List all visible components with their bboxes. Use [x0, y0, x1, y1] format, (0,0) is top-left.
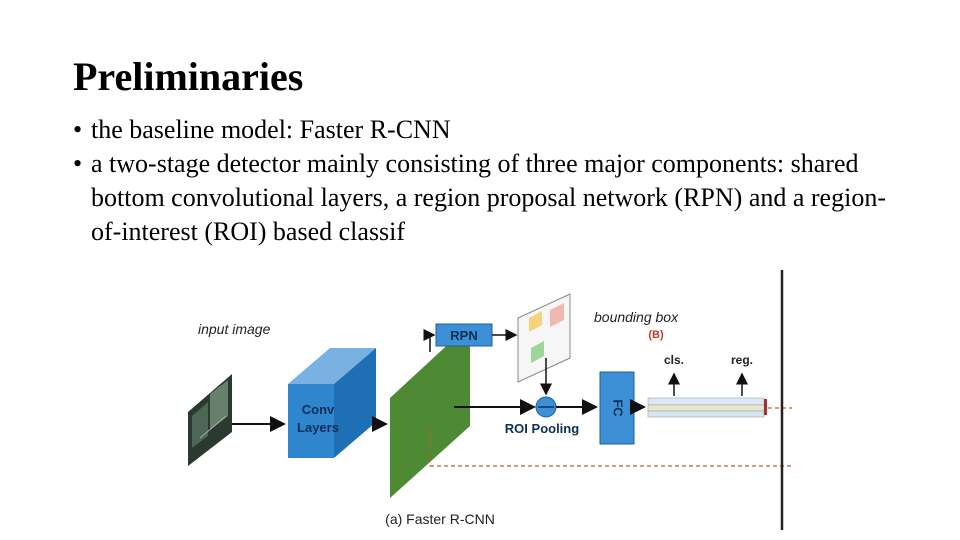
- bullet-item: a two-stage detector mainly consisting o…: [73, 147, 893, 249]
- slide-title: Preliminaries: [73, 54, 304, 99]
- bounding-box-sub: (B): [648, 329, 664, 341]
- proposal-panel: [517, 293, 571, 383]
- bounding-box-label: bounding box: [594, 309, 679, 325]
- cls-label: cls.: [664, 353, 684, 367]
- bullet-item: the baseline model: Faster R-CNN: [73, 113, 893, 147]
- fc-block: [599, 371, 635, 445]
- output-feature-vector: [647, 397, 767, 418]
- figure-caption: (a) Faster R-CNN: [385, 511, 495, 527]
- conv-layers-front: [288, 384, 334, 458]
- diagram-canvas: input image Conv Layers RPN: [188, 270, 792, 530]
- reg-label: reg.: [731, 353, 753, 367]
- bullet-list: the baseline model: Faster R-CNN a two-s…: [73, 113, 893, 249]
- conv-layers-block: [288, 348, 376, 458]
- fc-label: FC: [611, 399, 626, 417]
- conv-label-1: Conv: [302, 402, 335, 417]
- faster-rcnn-diagram: input image Conv Layers RPN: [168, 266, 792, 538]
- input-image-thumbnail: [188, 374, 232, 466]
- feature-map: [390, 324, 470, 498]
- conv-label-2: Layers: [297, 420, 339, 435]
- input-image-label: input image: [198, 321, 271, 337]
- rpn-label: RPN: [450, 328, 477, 343]
- roi-pooling-label: ROI Pooling: [505, 421, 579, 436]
